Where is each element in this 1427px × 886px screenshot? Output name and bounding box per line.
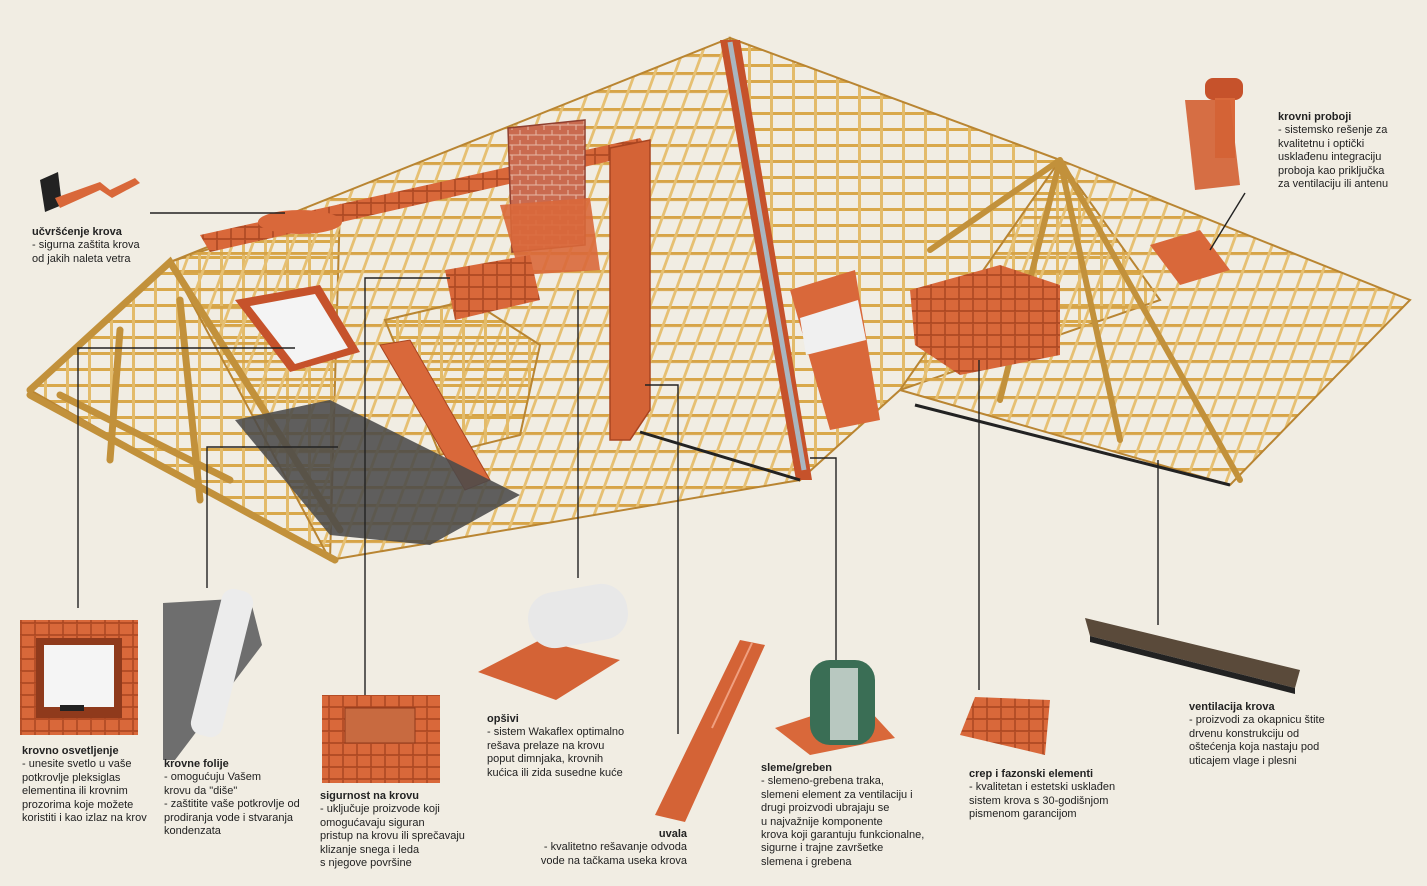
callout-ucvrscenje: učvršćenje krova - sigurna zaštita krova…: [32, 226, 140, 266]
valley-flashing: [609, 139, 651, 441]
callout-desc: - sigurna zaštita krova od jakih naleta …: [32, 239, 140, 265]
callout-desc: - kvalitetno rešavanje odvoda vode na ta…: [540, 841, 687, 867]
callout-title: uvala: [658, 828, 687, 840]
callout-title: učvršćenje krova: [32, 226, 122, 238]
callout-title: sigurnost na krovu: [320, 790, 420, 802]
callout-opsivi: opšivi - sistem Wakaflex optimalno rešav…: [487, 713, 624, 780]
callout-desc: - sistemsko rešenje za kvalitetnu i opti…: [1278, 124, 1389, 191]
callout-krovne-folije: krovne folije - omogućuju Vašem krovu da…: [164, 758, 300, 838]
callout-title: crep i fazonski elementi: [969, 768, 1094, 780]
callout-desc: - slemeno-grebena traka, slemeni element…: [761, 775, 925, 868]
ridge-roll-icon: [775, 660, 895, 755]
tile-sample: [910, 265, 1060, 375]
eaves-line-front: [639, 430, 801, 482]
roof-vent-icon: [1185, 78, 1243, 190]
valley-icon: [655, 640, 765, 822]
callout-desc: - unesite svetlo u vaše potkrovlje pleks…: [22, 758, 147, 825]
eaves-line-right: [914, 403, 1231, 487]
callout-crep: crep i fazonski elementi - kvalitetan i …: [969, 768, 1115, 822]
callout-desc: - kvalitetan i estetski usklađen sistem …: [969, 781, 1116, 821]
callout-title: sleme/greben: [761, 762, 832, 774]
callout-krovno-osvetljenje: krovno osvetljenje - unesite svetlo u va…: [22, 745, 147, 825]
ridge-vent-strip: [727, 41, 807, 471]
callout-desc: - sistem Wakaflex optimalno rešava prela…: [487, 726, 625, 779]
chimney-flashing: [500, 198, 600, 275]
callout-desc: - proizvodi za okapnicu štite drvenu kon…: [1189, 714, 1325, 767]
callout-title: krovno osvetljenje: [22, 745, 119, 757]
roof-membrane: [235, 400, 520, 545]
callout-krovni-proboji: krovni proboji - sistemsko rešenje za kv…: [1278, 111, 1388, 191]
callout-title: opšivi: [487, 713, 519, 725]
callout-sigurnost: sigurnost na krovu - uključuje proizvode…: [320, 790, 465, 870]
callout-desc: - omogućuju Vašem krovu da "diše" - zašt…: [164, 771, 300, 838]
callout-ventilacija: ventilacija krova - proizvodi za okapnic…: [1189, 701, 1325, 768]
snow-guard-icon: [322, 695, 440, 783]
clip-icon: [40, 172, 140, 212]
eaves-vent-icon: [1085, 618, 1300, 694]
tile-icon: [960, 697, 1050, 755]
ridge-roll-white: [800, 300, 866, 355]
callout-sleme: sleme/greben - slemeno-grebena traka, sl…: [761, 762, 924, 869]
leader-lines: [77, 192, 1246, 734]
snow-guard-on-roof: [445, 255, 540, 320]
flashing-roll-icon: [478, 583, 628, 700]
callout-desc: - uključuje proizvode koji omogućavaju s…: [320, 803, 465, 870]
roof-window-icon: [20, 620, 138, 735]
roof-penetration-on-roof: [1150, 230, 1230, 285]
membrane-roll-icon: [163, 588, 262, 760]
callout-title: ventilacija krova: [1189, 701, 1275, 713]
callout-title: krovni proboji: [1278, 111, 1352, 123]
callout-title: krovne folije: [164, 758, 229, 770]
ridge-cap: [258, 210, 342, 234]
callout-uvala: uvala - kvalitetno rešavanje odvoda vode…: [530, 828, 687, 868]
roof-window-glass: [250, 294, 348, 364]
gable-trusses: [26, 256, 344, 564]
